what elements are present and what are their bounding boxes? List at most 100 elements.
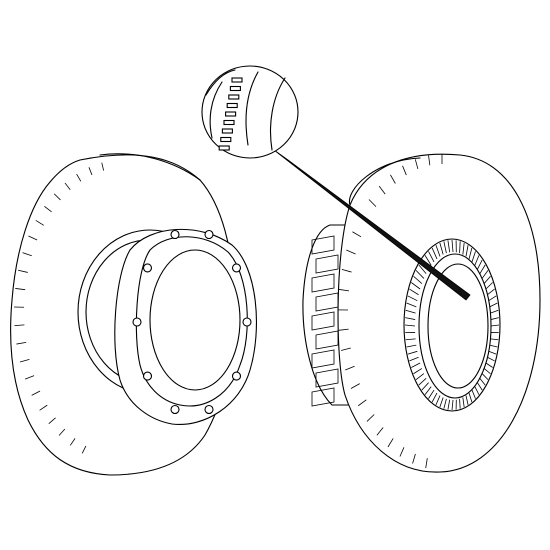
tone-tooth (413, 275, 423, 284)
vent-slot (101, 162, 105, 171)
tone-tooth (487, 288, 495, 296)
tone-tooth (418, 378, 427, 386)
tone-tooth (405, 317, 416, 320)
bolt-hole (242, 317, 252, 327)
bolt-hole (231, 263, 242, 273)
tone-tooth (431, 392, 438, 403)
callout-tooth (220, 136, 232, 143)
callout-leader (273, 149, 471, 301)
vent-slot (368, 199, 377, 207)
callout-tooth (231, 77, 243, 83)
tone-tooth (439, 397, 444, 408)
left-disc-vents (14, 162, 105, 454)
tone-tooth (465, 395, 469, 405)
tone-tooth (487, 356, 495, 362)
tone-tooth (447, 240, 451, 253)
tone-tooth (424, 255, 432, 266)
vent-slot (390, 174, 396, 184)
left-hub-bolt-holes (132, 229, 252, 415)
tone-tooth (405, 338, 416, 341)
tone-tooth (424, 386, 432, 395)
hub-rib (311, 311, 335, 331)
tone-tooth (479, 378, 486, 386)
left-hub-flange (114, 228, 257, 425)
vent-slot (341, 347, 351, 351)
tone-tooth (468, 247, 473, 260)
bolt-hole (142, 371, 153, 381)
tone-tooth (474, 255, 480, 266)
tone-tooth (406, 302, 417, 308)
vent-slot (14, 324, 25, 327)
tone-tooth (435, 395, 441, 406)
tone-tooth (411, 362, 421, 368)
vent-slot (338, 328, 349, 331)
tone-tooth (490, 338, 499, 341)
hub-rib (311, 273, 335, 293)
tone-tooth (409, 288, 419, 296)
vent-slot (352, 231, 362, 238)
right-center-bore (427, 263, 489, 389)
hub-rib (311, 235, 335, 255)
bolt-hole (204, 404, 214, 415)
vent-slot (358, 399, 367, 407)
tone-tooth (471, 389, 476, 399)
tone-tooth (471, 251, 476, 263)
left-brake-disc (10, 153, 257, 476)
callout-tooth (225, 111, 237, 117)
vent-slot (31, 390, 41, 396)
vent-slot (378, 185, 386, 195)
vent-slot (18, 269, 28, 273)
vent-slot (48, 417, 56, 425)
callout-tooth (226, 102, 238, 109)
tone-tooth (481, 373, 489, 380)
tone-tooth (418, 264, 427, 274)
vent-slot (19, 358, 30, 363)
hub-rib (311, 387, 335, 407)
tone-tooth (428, 251, 435, 263)
vent-slot (350, 383, 360, 389)
bolt-hole (170, 229, 180, 240)
tone-tooth (451, 239, 454, 253)
tone-tooth (477, 259, 483, 270)
tone-tooth (488, 350, 497, 355)
tone-tooth (477, 382, 483, 391)
tone-tooth (459, 398, 461, 409)
tone-tooth (431, 247, 438, 260)
vent-slot (53, 193, 61, 201)
vent-slot (22, 252, 32, 257)
vent-slot (412, 453, 416, 464)
tone-tooth (447, 399, 451, 410)
callout-tone-ring-detail (205, 69, 286, 151)
vent-slot (425, 458, 428, 469)
bolt-hole (231, 371, 242, 381)
hub-rib (315, 368, 339, 388)
tone-tooth (404, 324, 416, 327)
bolt-hole (132, 317, 142, 327)
tone-tooth (481, 270, 489, 279)
callout-tooth (229, 85, 241, 92)
vent-slot (345, 365, 355, 371)
vent-slot (15, 288, 26, 291)
vent-slot (64, 182, 71, 190)
hub-rib (315, 254, 339, 274)
bolt-hole (204, 229, 214, 240)
tone-tooth (462, 242, 465, 255)
vent-slot (16, 341, 27, 345)
tone-tooth (489, 344, 498, 348)
tone-tooth (479, 264, 486, 274)
bolt-hole (170, 404, 180, 415)
vent-slot (399, 447, 405, 457)
tone-tooth (490, 324, 500, 327)
vent-slot (44, 205, 52, 213)
tone-tooth (435, 244, 441, 257)
vent-slot (387, 438, 394, 448)
vent-slot (69, 438, 76, 446)
right-disc-outer-edge (348, 157, 421, 206)
tone-tooth (451, 399, 454, 411)
tone-tooth (415, 270, 425, 279)
vent-slot (88, 167, 93, 176)
tone-tooth (409, 356, 419, 362)
vent-slot (376, 427, 384, 436)
